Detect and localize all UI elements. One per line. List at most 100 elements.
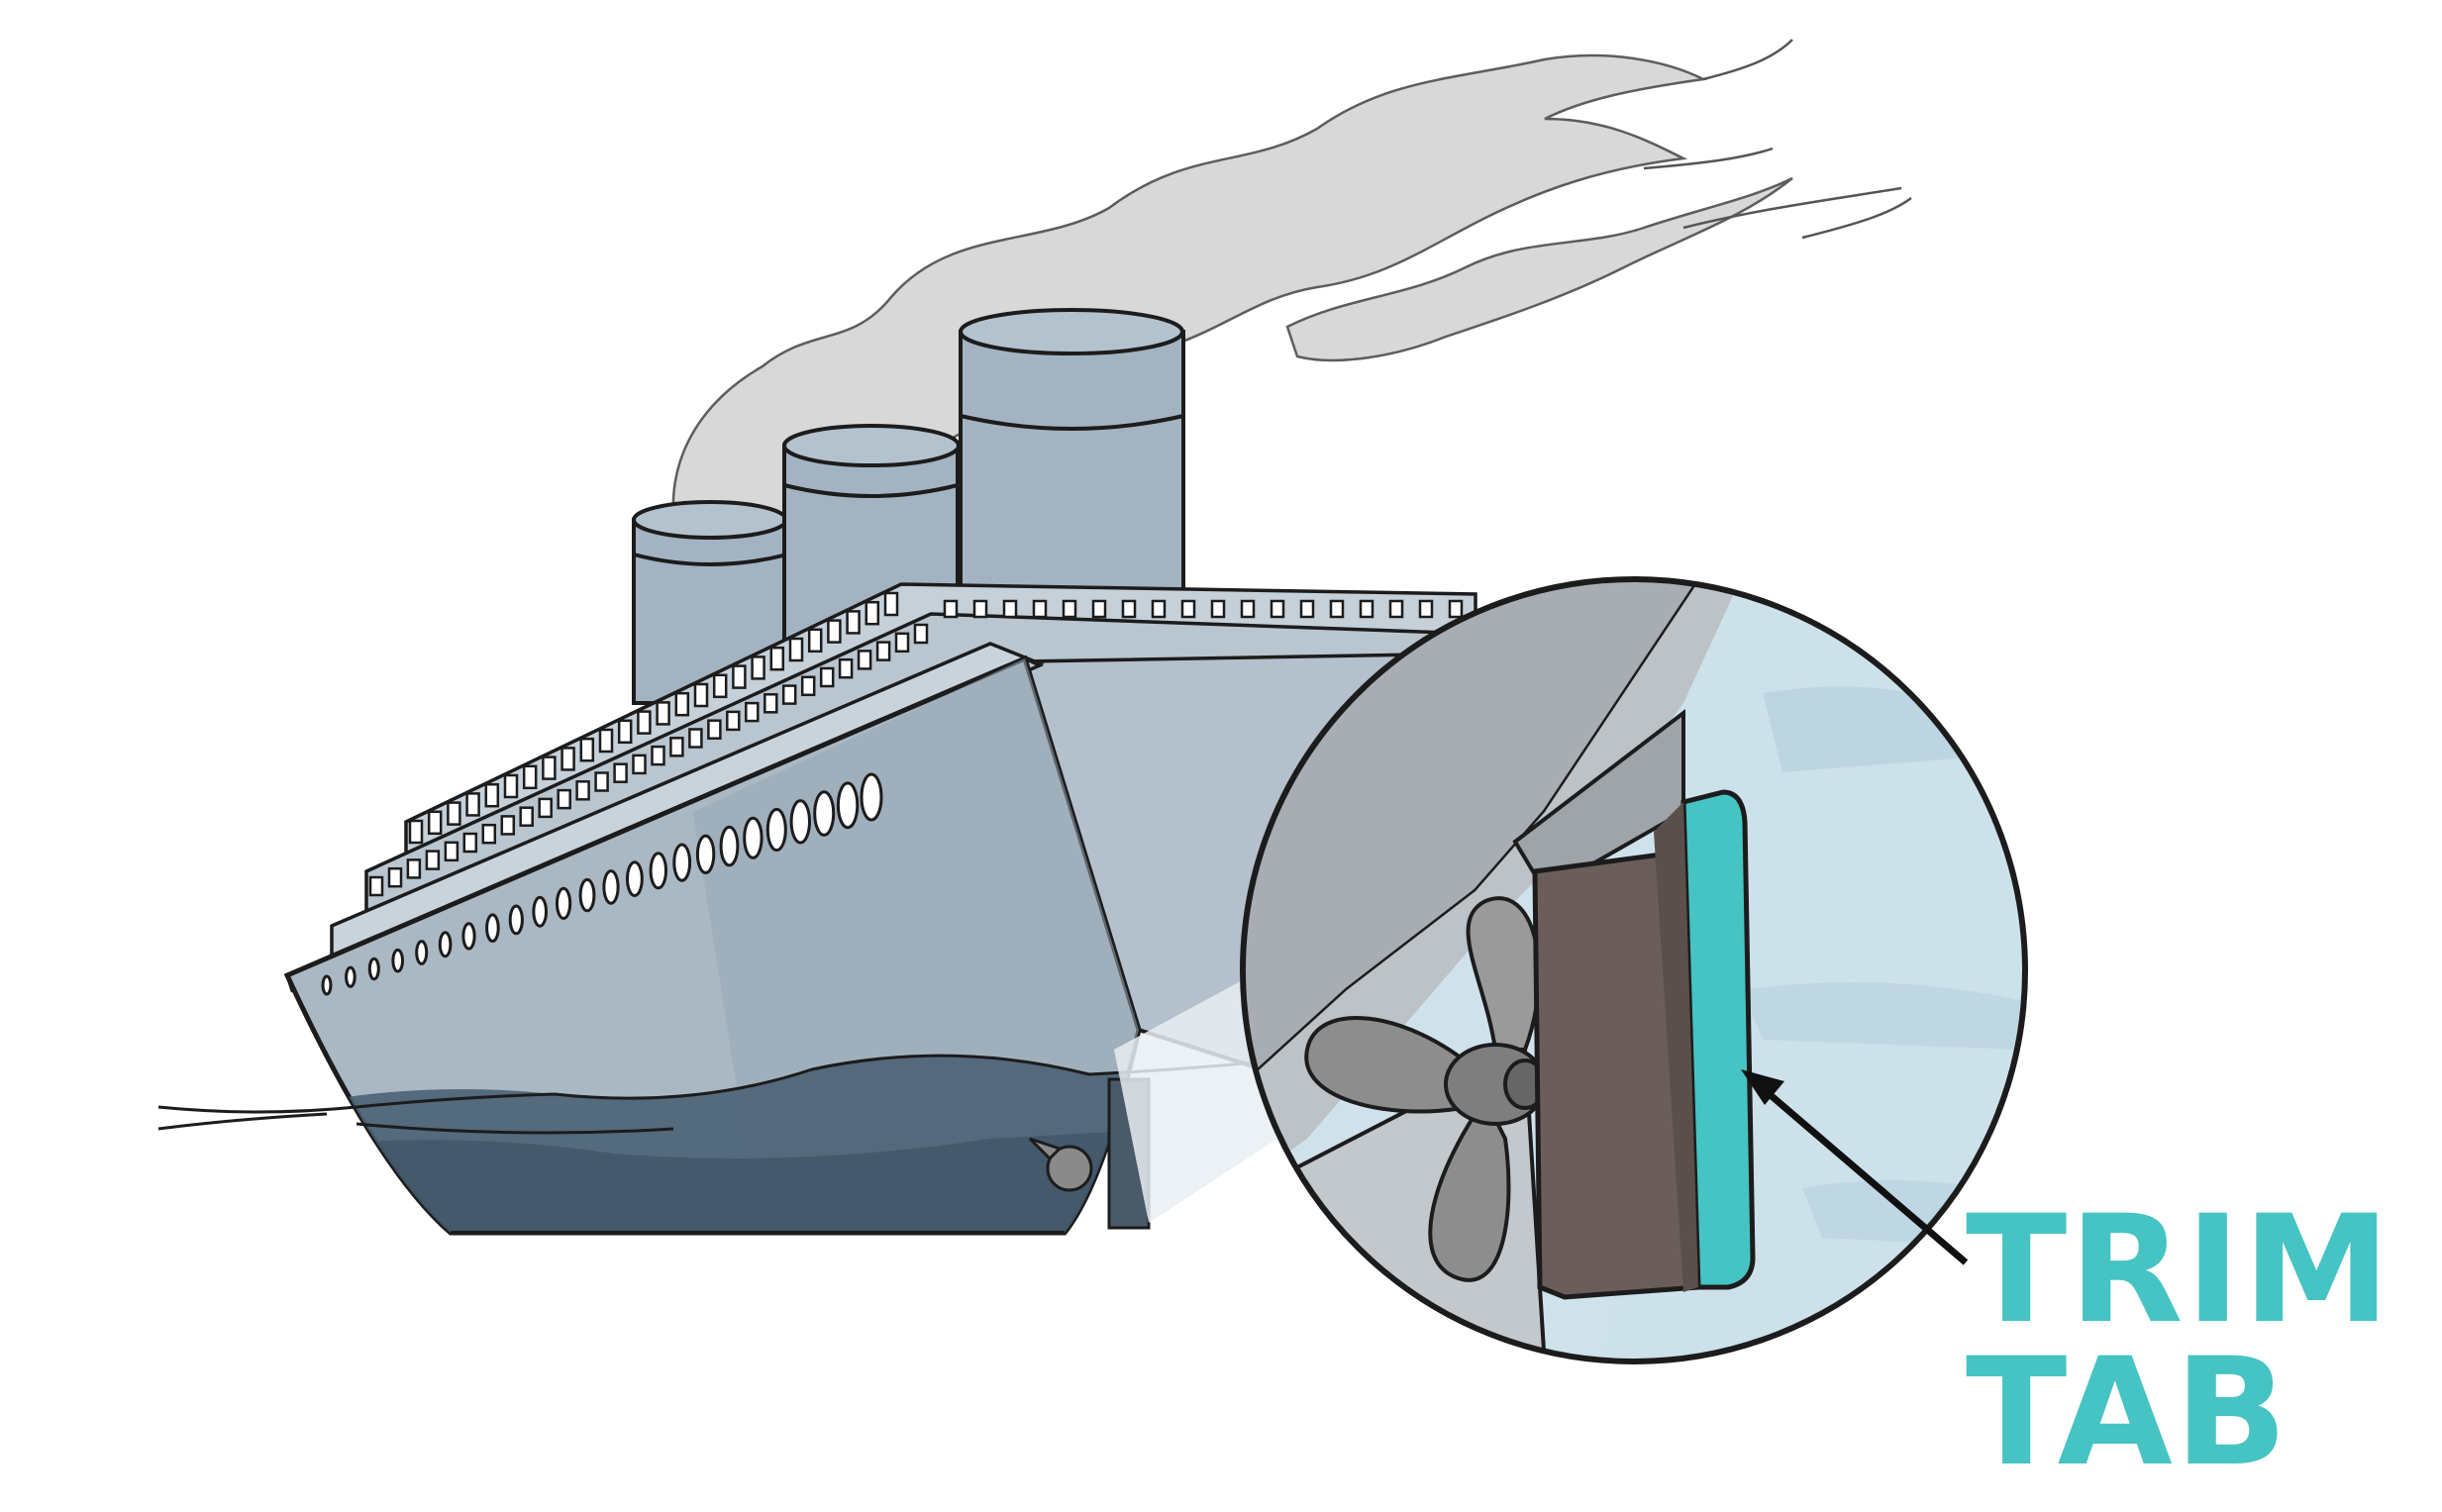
deck-window [763,693,778,714]
deck-window [1121,599,1137,619]
smoke-trails [1643,39,1912,240]
deck-window [943,599,959,619]
deck-window [674,691,690,717]
deck-window [522,764,538,790]
deck-window [707,719,722,740]
water-on-hull [287,1056,1139,1233]
deck-window [669,737,684,757]
deck-window [807,628,823,654]
deck-window [875,641,891,661]
porthole [719,825,740,867]
deck-windows [368,591,1464,897]
porthole [391,948,405,973]
deck-window [732,664,747,689]
trim-tab-label-line-2: TAB [1966,1327,2290,1499]
zoom-detail [1240,576,2028,1364]
deck-window [1329,599,1345,619]
deck-window [387,866,403,888]
deck-window [781,684,797,705]
deck-window [857,650,872,670]
porthole [556,886,572,921]
deck-window [827,619,842,644]
deck-window [751,655,765,680]
waterline [157,1054,1288,1135]
porthole [578,877,596,913]
porthole [672,843,692,882]
deck-window [1270,599,1285,619]
deck-window [462,832,478,854]
deck-window [613,762,628,783]
deck-window [427,810,443,836]
deck-window [617,719,633,745]
pointer-arrow [1741,1069,1969,1265]
porthole [836,781,860,830]
porthole [438,931,453,958]
deck-window [1062,599,1077,619]
deck-window [972,599,988,619]
deck-window [894,632,910,654]
deck-window [542,756,557,780]
porthole [695,834,716,874]
porthole [649,852,667,890]
deck-window [726,710,741,732]
deck-window [425,850,441,870]
deck-window [913,623,929,645]
deck-window [865,600,880,626]
deck-window [1388,599,1404,619]
deck-window [788,637,804,662]
porthole [860,772,883,822]
porthole [602,869,620,905]
deck-window [368,875,384,897]
deck-window [769,646,785,671]
deck-window [883,591,899,617]
deck-window [637,710,652,735]
deck-window [408,819,424,845]
deck-window [656,701,670,726]
deck-window [745,701,760,723]
deck-window [688,728,703,749]
porthole [345,965,356,988]
deck-window [444,841,459,862]
deck-window [838,657,854,679]
deck-window [484,782,500,808]
porthole [813,790,836,837]
porthole [743,816,763,859]
funnel-front [959,308,1185,631]
deck-window [819,666,835,688]
deck-window [800,675,816,697]
deck-window [1032,599,1048,619]
portholes [321,772,883,996]
deck-window [651,745,665,766]
deck-window [846,610,861,635]
porthole [461,922,476,951]
deck-window [1180,599,1196,619]
porthole [532,895,549,928]
deck-window [406,858,422,879]
porthole [367,957,380,981]
deck-window [481,823,497,845]
deck-window [447,801,461,826]
porthole [485,913,500,944]
deck-window [693,682,709,708]
deck-window [1359,599,1374,619]
porthole [508,904,524,936]
hull-shade [693,658,1139,1188]
deck-window [579,737,595,762]
deck-window [1240,599,1256,619]
deck-window [519,806,534,827]
deck-window [712,673,728,699]
deck-window [1418,599,1434,619]
deck-window [1002,599,1018,619]
porthole [765,807,787,853]
deck-window [503,773,519,799]
deck-window [594,771,609,792]
deck-window [575,780,590,801]
deck-window [1210,599,1226,619]
porthole [321,974,333,996]
porthole [415,940,429,965]
porthole [789,799,811,845]
trim-tab [1680,789,1756,1290]
deck-window [538,797,553,819]
deck-window [465,792,480,817]
